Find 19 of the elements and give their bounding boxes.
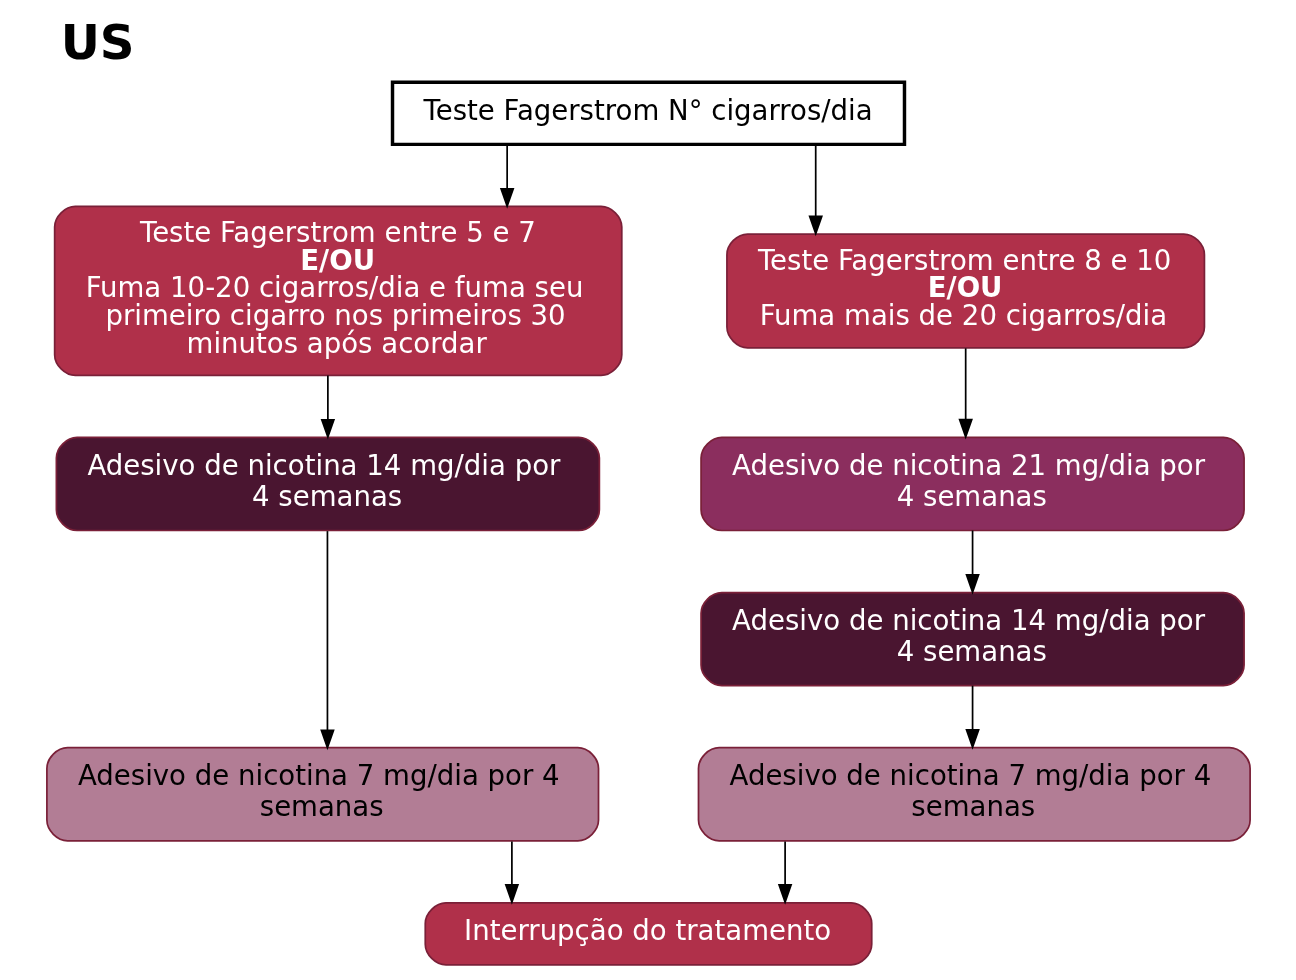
node-box: Adesivo de nicotina 7 mg/dia por 4 semanas (697, 746, 1251, 842)
arrow (964, 529, 980, 595)
node-box: Teste Fagerstrom entre 5 e 7 E/OU Fuma 10-20 cigarros/dia e fuma seu primeiro cigarro nos primeiros 30 minutos após acordar (53, 205, 623, 377)
arrow (320, 374, 335, 440)
arrow (319, 530, 335, 751)
node-box: Adesivo de nicotina 14 mg/dia por 4 semanas (699, 591, 1245, 687)
arrow (504, 840, 519, 905)
arrow (499, 144, 514, 209)
node-box: Adesivo de nicotina 14 mg/dia por 4 semanas (55, 436, 600, 532)
arrow (807, 144, 823, 237)
node-box: Adesivo de nicotina 7 mg/dia por 4 semanas (45, 746, 599, 842)
arrow (957, 347, 973, 440)
node-box: Teste Fagerstrom entre 8 e 10 E/OU Fuma mais de 20 cigarros/dia (725, 233, 1205, 349)
node-box: Adesivo de nicotina 21 mg/dia por 4 semanas (699, 436, 1245, 532)
diagram-title: US (60, 13, 135, 70)
arrow (777, 840, 792, 905)
node-box: Interrupção do tratamento (423, 902, 873, 966)
arrow (964, 684, 980, 750)
node-box: Teste Fagerstrom N° cigarros/dia (390, 80, 906, 147)
